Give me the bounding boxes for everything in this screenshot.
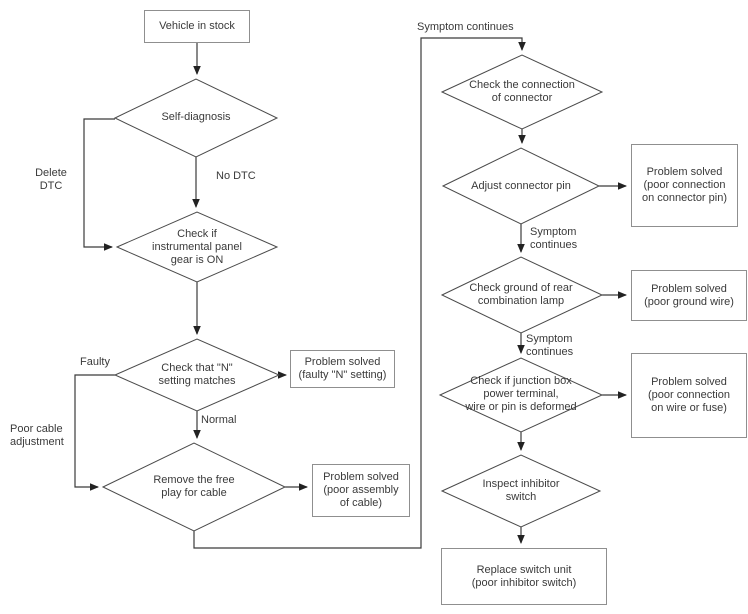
text-line: Check the connection	[469, 79, 575, 91]
text-line: (faulty "N" setting)	[298, 369, 387, 381]
node-problem-wire-fuse: Problem solved (poor connection on wire …	[631, 353, 747, 438]
edge-label-symptom-continues-mid2: Symptom continues	[526, 333, 573, 359]
text-line: play for cable	[161, 487, 227, 499]
diamond-adjust-connector-pin	[441, 147, 601, 225]
label-check-junction-box: Check if junction box power terminal, wi…	[436, 375, 606, 414]
text-line: Normal	[201, 414, 237, 426]
text-line: No DTC	[216, 170, 256, 182]
text-line: Poor cable	[10, 423, 63, 435]
text-line: (poor assembly	[323, 484, 399, 496]
diamond-check-ground-lamp	[440, 256, 604, 334]
label-check-ground-lamp: Check ground of rear combination lamp	[441, 282, 601, 308]
diamond-remove-free-play	[101, 442, 287, 532]
text-line: Problem solved	[651, 282, 727, 295]
text-line: Symptom continues	[417, 21, 514, 33]
node-replace-switch-unit: Replace switch unit (poor inhibitor swit…	[441, 548, 607, 605]
node-problem-cable-assembly: Problem solved (poor assembly of cable)	[312, 464, 410, 517]
node-problem-ground-wire: Problem solved (poor ground wire)	[631, 270, 747, 321]
text-line: Check ground of rear	[469, 282, 573, 294]
text-line: instrumental panel	[152, 241, 242, 253]
edge-label-symptom-continues-top: Symptom continues	[417, 21, 514, 34]
diamond-inspect-inhibitor-switch	[440, 454, 602, 528]
text-line: Faulty	[80, 356, 110, 368]
diamond-check-n-setting	[113, 338, 281, 412]
text-line: Check that "N"	[161, 362, 233, 374]
label-inspect-inhibitor-switch: Inspect inhibitor switch	[441, 478, 601, 504]
edge-label-no-dtc: No DTC	[216, 170, 256, 183]
text-line: wire or pin is deformed	[465, 401, 577, 413]
label-check-connector: Check the connection of connector	[442, 79, 602, 105]
diamond-check-panel-gear	[115, 211, 279, 283]
edge-delete-dtc-loop	[83, 118, 115, 251]
diamond-check-junction-box	[438, 357, 604, 433]
node-problem-faulty-n: Problem solved (faulty "N" setting)	[290, 350, 395, 388]
text-line: Problem solved	[646, 166, 723, 178]
text-line: of cable)	[339, 497, 383, 509]
edge-label-symptom-continues-mid1: Symptom continues	[530, 226, 577, 252]
text-line: DTC	[39, 180, 63, 192]
edge-label-faulty: Faulty	[80, 356, 110, 369]
edge-label-poor-cable-adjustment: Poor cable adjustment	[10, 423, 64, 449]
text-line: setting matches	[158, 375, 236, 387]
diamond-check-connector	[440, 54, 604, 130]
edge-symptom-continues-return	[193, 37, 526, 549]
text-line: (poor connection	[648, 389, 730, 401]
text-line: Remove the free	[153, 474, 235, 486]
text-line: Adjust connector pin	[471, 180, 571, 192]
label-check-n-setting: Check that "N" setting matches	[117, 362, 277, 388]
text-line: gear is ON	[170, 254, 224, 266]
text-line: combination lamp	[477, 295, 565, 307]
diamond-self-diagnosis	[113, 78, 279, 158]
text-line: (poor inhibitor switch)	[471, 576, 577, 589]
text-line: power terminal,	[483, 388, 559, 400]
text-line: of connector	[491, 92, 553, 104]
edge-label-normal: Normal	[201, 414, 236, 427]
text-line: Inspect inhibitor	[482, 478, 560, 490]
node-problem-connector-pin: Problem solved (poor connection on conne…	[631, 144, 738, 227]
node-vehicle-in-stock: Vehicle in stock	[144, 10, 250, 43]
text-line: Delete	[35, 167, 67, 179]
label-self-diagnosis: Self-diagnosis	[116, 111, 276, 124]
text-line: on wire or fuse)	[651, 402, 727, 414]
text-line: (poor connection	[643, 179, 726, 191]
text-line: Replace switch unit	[476, 563, 572, 576]
label-remove-free-play: Remove the free play for cable	[114, 474, 274, 500]
edge-poor-cable-loop	[74, 374, 115, 491]
text-line: Vehicle in stock	[159, 20, 235, 32]
text-line: Self-diagnosis	[161, 111, 231, 123]
text-line: (poor ground wire)	[644, 295, 734, 308]
text-line: adjustment	[10, 436, 64, 448]
text-line: Problem solved	[304, 356, 381, 368]
text-line: continues	[530, 239, 578, 251]
text-line: Symptom	[526, 333, 573, 345]
text-line: Check if	[177, 228, 217, 240]
edge-label-delete-dtc: Delete DTC	[25, 167, 77, 193]
text-line: switch	[505, 491, 537, 503]
label-check-panel-gear: Check if instrumental panel gear is ON	[117, 228, 277, 267]
label-adjust-connector-pin: Adjust connector pin	[441, 180, 601, 193]
text-line: Problem solved	[323, 471, 399, 483]
text-line: Problem solved	[651, 376, 727, 388]
text-line: continues	[526, 346, 574, 358]
text-line: Symptom	[530, 226, 577, 238]
text-line: on connector pin)	[642, 192, 727, 204]
text-line: Check if junction box	[470, 375, 572, 387]
